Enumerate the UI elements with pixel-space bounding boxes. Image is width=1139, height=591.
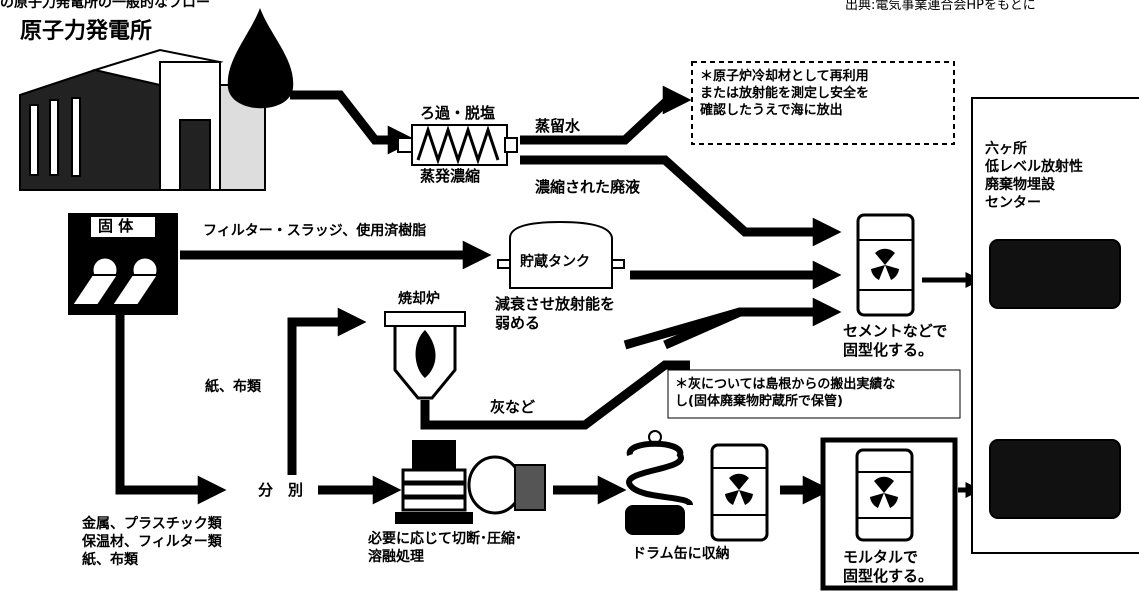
flow-arrow-concentrated-waste [520, 155, 842, 247]
flow-line-solid-down [115, 315, 227, 505]
flow-arrow-distilled-water [520, 85, 692, 145]
ash-note-box [667, 369, 961, 419]
filter-evaporator-icon [397, 124, 518, 166]
flow-arrow-droplet-to-filter [290, 90, 417, 155]
power-plant-building-icon [19, 48, 266, 191]
drum-label: ドラム缶に収納 [632, 546, 730, 562]
concentrated-label: 濃縮された廃液 [535, 178, 641, 196]
drum-coil-icon [625, 430, 769, 542]
disposal-pit-lower [989, 439, 1121, 519]
water-droplet-icon [227, 8, 294, 109]
reuse-note: ＊原子炉冷却材として再利用 または放射能を測定し安全を 確認したうえで海に放出 [700, 69, 870, 118]
radioactive-drum-icon-cement [856, 213, 915, 317]
materials-label: 金属、プラスチック類 保温材、フィルター類 紙、布類 [82, 516, 222, 568]
distilled-water-label: 蒸留水 [535, 117, 581, 135]
flow-arrow-incinerator-to-drum [623, 307, 742, 350]
evaporator-label: 蒸発濃縮 [420, 167, 481, 185]
storage-tank-icon [497, 220, 625, 289]
ash-label: 灰など [490, 398, 536, 416]
flow-arrow-sort-to-incinerator [287, 307, 367, 475]
decay-note: 減衰させ放射能を 弱める [495, 295, 616, 332]
disposal-center-name: 六ヶ所 低レベル放射性 廃棄物埋設 センター [985, 141, 1083, 211]
solid-waste-icon [68, 213, 178, 315]
sort-label: 分 別 [258, 481, 304, 499]
incinerator-label: 焼却炉 [398, 291, 440, 307]
source-note: 出典:電気事業連合会HPをもとに [845, 0, 1036, 13]
filter-label: ろ過・脱塩 [420, 104, 496, 122]
plant-title: 原子力発電所 [20, 19, 153, 44]
tank-label: 貯蔵タンク [520, 254, 590, 270]
header-fragment: の原子力発電所の一般的なフロー [0, 0, 210, 11]
reuse-note-box [691, 61, 955, 145]
ash-note: ＊灰については島根からの搬出実績な し(固体廃棄物貯蔵所で保管) [675, 377, 896, 409]
paper-cloth-label: 紙、布類 [205, 379, 261, 395]
cut-compress-label: 必要に応じて切断･圧縮･ 溶融処理 [368, 531, 522, 565]
incinerator-icon [384, 311, 466, 400]
radioactive-drum-icon-mortar [855, 448, 914, 542]
compress-machine-icon [395, 440, 546, 524]
disposal-pit-upper [989, 239, 1121, 309]
flow-arrow-ash [420, 360, 690, 430]
mortar-label: モルタルで 固型化する。 [843, 548, 934, 585]
cement-label: セメントなどで 固型化する。 [843, 322, 948, 359]
solid-badge-label: 固 体 [98, 217, 134, 235]
filter-sludge-label: フィルター・スラッジ、使用済樹脂 [203, 223, 427, 239]
